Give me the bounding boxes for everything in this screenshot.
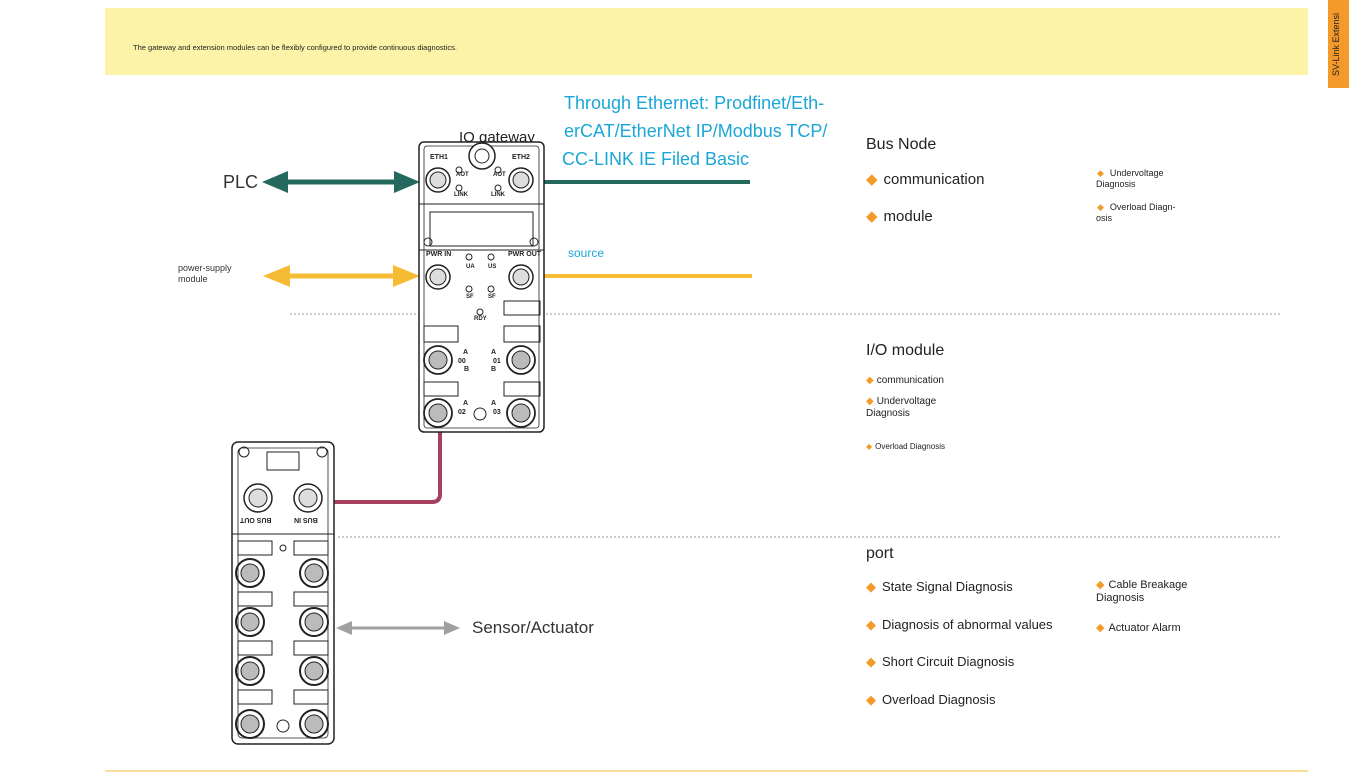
io-module-title: I/O module [866,342,945,359]
pwr-out-label: PWR OUT [508,251,542,258]
diamond-icon: ◆ [866,171,878,188]
bus-node-title: Bus Node [866,136,937,153]
port-actuator-item: ◆Actuator Alarm [1096,621,1181,634]
source-label: source [568,246,605,260]
io-module-item-label: Diagnosis [866,408,910,419]
diamond-icon: ◆ [866,617,876,632]
port-b-label-2: B [491,366,497,373]
diamond-icon: ◆ [866,654,876,669]
bus-node-item-label: communication [883,171,985,188]
diamond-icon: ◆ [866,208,878,225]
diamond-icon: ◆ [866,692,876,707]
port-03-label: 03 [493,409,501,416]
sensor-actuator-label: Sensor/Actuator [472,618,594,637]
bus-node-side-label: osis [1096,213,1113,223]
diamond-icon: ◆ [866,375,874,386]
port-cable-item: ◆Cable Breakage Diagnosis [1096,579,1187,605]
port-02-label: 02 [458,409,466,416]
port-item-label: Actuator Alarm [1108,622,1181,634]
eth1-label: ETH1 [430,154,448,161]
io-module-item-label: communication [876,375,944,386]
aot2-label: AOT [493,172,506,178]
bus-out-label: BUS OUT [240,516,272,523]
diamond-icon: ◆ [866,579,876,594]
banner-text: The gateway and extension modules can be… [133,43,457,52]
port-item: ◆ State Signal Diagnosis [866,579,1013,595]
diamond-icon: ◆ [866,442,873,451]
port-item: ◆ Short Circuit Diagnosis [866,654,1014,670]
port-item-label: Diagnosis [1096,592,1145,604]
bus-node-side-item: ◆ Overload Diagn- osis [1096,202,1175,224]
bus-in-label: BUS IN [294,516,318,523]
bus-cable [334,432,442,504]
power-label-line-2: module [178,274,208,284]
diamond-icon: ◆ [1096,579,1105,591]
link2-label: LINK [491,192,505,198]
port-title: port [866,545,894,562]
rdy-label: RDY [474,316,487,322]
power-arrow [263,265,420,287]
eth2-label: ETH2 [512,154,530,161]
port-item: ◆ Overload Diagnosis [866,692,995,708]
ethernet-line-2: erCAT/EtherNet IP/Modbus TCP/ [564,121,828,141]
power-supply-label: power-supply module [178,263,232,285]
io-gateway-device [418,141,545,433]
pwr-in-label: PWR IN [426,251,452,258]
port-item-label: Cable Breakage [1108,579,1188,591]
io-module-item-label: Undervoltage [876,396,937,407]
plc-ethernet-arrow [262,171,420,193]
bus-node-item: ◆ module [866,207,933,225]
ethernet-line-1: Through Ethernet: Prodfinet/Eth- [564,93,825,113]
plc-label: PLC [223,172,259,192]
sensor-arrow [336,621,460,635]
port-01-label: 01 [493,358,501,365]
port-a-label-1: A [463,349,469,356]
side-tab[interactable]: SV-Link Extensi [1328,0,1349,88]
port-00-label: 00 [458,358,466,365]
diamond-icon: ◆ [1097,202,1104,212]
power-label-line-1: power-supply [178,263,232,273]
ethernet-line-3: CC-LINK IE Filed Basic [562,149,750,169]
bus-node-side-label: Overload Diagn- [1109,202,1176,212]
port-a-label-4: A [491,400,497,407]
sf2-label: SF [488,294,496,300]
io-module-overload: ◆Overload Diagnosis [866,442,945,451]
port-item-label: State Signal Diagnosis [882,579,1013,594]
sf1-label: SF [466,294,474,300]
io-module-item: ◆communication [866,375,944,386]
io-extension-device [231,441,335,745]
diamond-icon: ◆ [1096,622,1105,634]
bus-node-item-label: module [883,208,933,225]
diamond-icon: ◆ [866,396,874,407]
diamond-icon: ◆ [1097,168,1104,178]
aot1-label: AOT [456,172,469,178]
port-item-label: Short Circuit Diagnosis [882,654,1015,669]
port-item: ◆ Diagnosis of abnormal values [866,617,1053,633]
link1-label: LINK [454,192,468,198]
ua-label: UA [466,264,475,270]
port-a-label-2: A [491,349,497,356]
port-a-label-3: A [463,400,469,407]
io-module-undervoltage: ◆Undervoltage Diagnosis [866,396,936,420]
io-module-item-label: Overload Diagnosis [875,442,945,451]
bus-node-side-label: Diagnosis [1096,179,1136,189]
bus-node-item: ◆ communication [866,170,984,188]
bus-node-side-item: ◆ Undervoltage Diagnosis [1096,168,1163,190]
header-banner: The gateway and extension modules can be… [105,8,1308,75]
port-item-label: Diagnosis of abnormal values [882,617,1053,632]
bus-node-side-label: Undervoltage [1109,168,1164,178]
port-b-label-1: B [464,366,470,373]
port-item-label: Overload Diagnosis [882,692,996,707]
us-label: US [488,264,497,270]
